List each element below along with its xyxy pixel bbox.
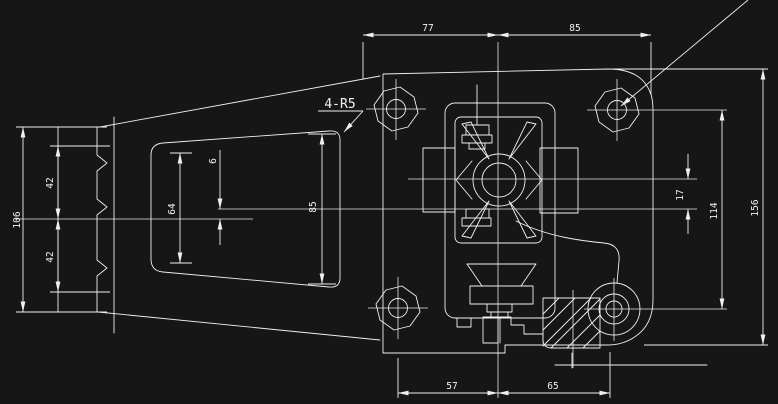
dim-offset-label: 6 xyxy=(208,158,219,164)
dim-slot-right-label: 85 xyxy=(308,201,319,212)
crosshair-bolt-br xyxy=(584,278,727,341)
clamp-spike-tl xyxy=(461,121,490,160)
bottom-nut xyxy=(465,208,490,219)
hatch-lines xyxy=(542,297,601,349)
part-geometry xyxy=(57,68,708,369)
center-bore-inner xyxy=(481,162,517,198)
plate-notch xyxy=(456,317,472,328)
centerlines xyxy=(15,42,727,398)
dimension-labels: 77 85 57 65 106 42 42 64 6 85 17 114 156… xyxy=(12,23,761,392)
clamp-body xyxy=(454,116,543,244)
radius-note-label: 4-R5 xyxy=(324,97,355,112)
dim-bottom-left-label: 57 xyxy=(446,381,457,392)
clamp-spike-bl xyxy=(461,200,490,239)
corner-leader xyxy=(620,0,749,107)
bottom-washer xyxy=(461,217,492,227)
crosshair-bolt-tl xyxy=(366,79,426,140)
right-flange xyxy=(539,147,579,214)
cam-curve xyxy=(515,220,620,284)
foot-block xyxy=(482,316,499,344)
bore-facets xyxy=(455,160,543,200)
dimension-lines xyxy=(16,0,768,398)
left-flange xyxy=(422,147,456,213)
shaft-block xyxy=(469,285,534,305)
hatch-outline xyxy=(542,297,601,349)
dim-left-upper-label: 42 xyxy=(45,177,56,188)
dim-left-overall-label: 106 xyxy=(12,211,23,228)
dim-top-right-label: 85 xyxy=(569,23,580,34)
shaft-step1 xyxy=(486,303,513,313)
arm-right-edge-chevrons xyxy=(96,126,108,313)
top-washer xyxy=(461,134,493,144)
dim-left-lower-label: 42 xyxy=(45,251,56,262)
shaft-step2 xyxy=(490,311,509,318)
clamp-spike-br xyxy=(508,200,537,239)
arm-bottom-edge xyxy=(57,311,381,341)
note-leader xyxy=(343,110,364,133)
dim-top-left-label: 77 xyxy=(422,23,433,34)
crosshair-bolt-tr xyxy=(587,79,727,141)
foot-steps xyxy=(499,316,544,344)
tapered-slot xyxy=(150,130,341,288)
base-outline xyxy=(382,68,654,354)
dim-right-overall-label: 156 xyxy=(750,199,761,216)
cone xyxy=(466,263,537,287)
dim-bottom-right-label: 65 xyxy=(547,381,558,392)
top-collar xyxy=(468,142,486,150)
clamp-spike-tr xyxy=(508,121,537,160)
dim-slot-left-label: 64 xyxy=(167,203,178,215)
dim-right-offset-label: 17 xyxy=(675,189,686,200)
crosshair-bolt-bl xyxy=(368,277,428,339)
base-lower-edges xyxy=(554,352,708,369)
center-bore-outer xyxy=(472,153,526,207)
ext-156 xyxy=(612,68,768,346)
dim-right-span-label: 114 xyxy=(709,202,720,219)
ext-106 xyxy=(16,126,107,313)
